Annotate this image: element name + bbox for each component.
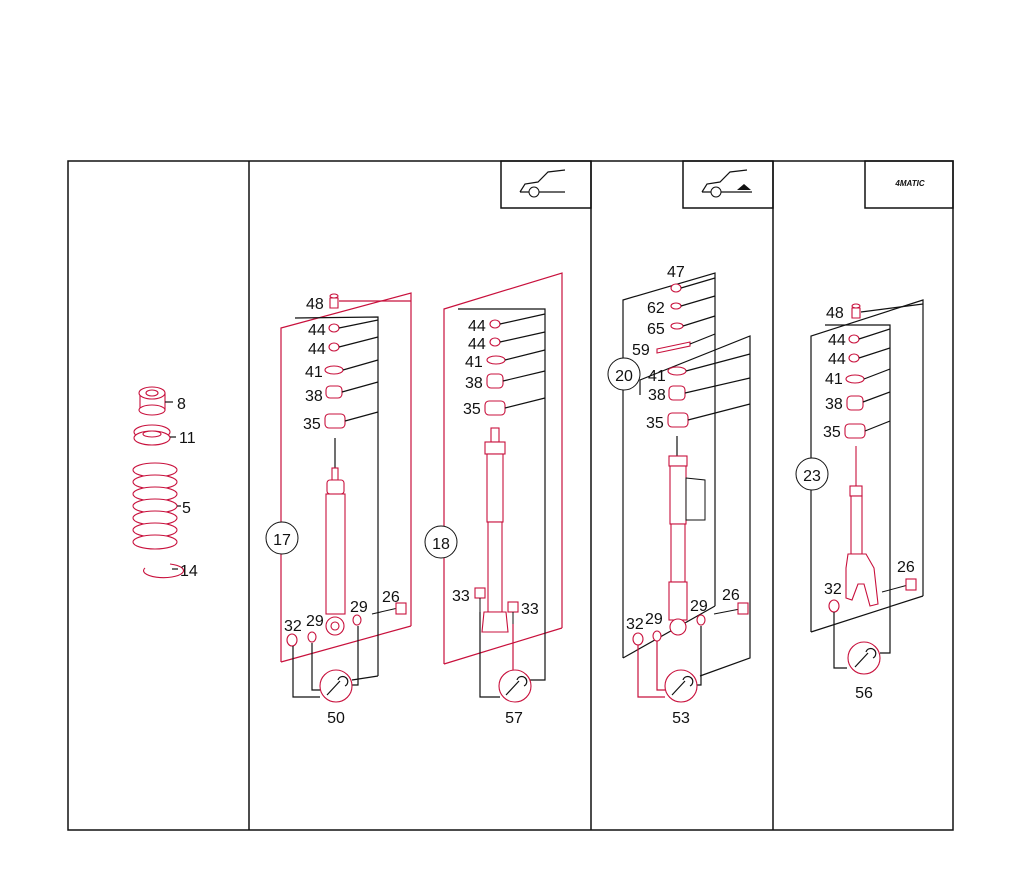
g17-label-29a: 29 (306, 613, 324, 630)
car-front-lowered-icon (701, 169, 752, 198)
shock-absorber-20 (668, 436, 706, 636)
g23-label-44a: 44 (828, 332, 846, 349)
shock-absorber-23 (845, 446, 879, 607)
spring-label-8: 8 (177, 396, 186, 413)
g17-label-38: 38 (305, 388, 323, 405)
g17-tool-50: 50 (327, 710, 345, 727)
g18-tool-57: 57 (505, 710, 523, 727)
stack-parts-17 (324, 293, 346, 429)
header-box-front (500, 160, 592, 209)
g20-label-62: 62 (647, 300, 665, 317)
g17-label-29b: 29 (350, 599, 368, 616)
g20-label-35: 35 (646, 415, 664, 432)
g17-label-32: 32 (284, 618, 302, 635)
wrench-icon (671, 676, 694, 696)
g20-label-29a: 29 (645, 611, 663, 628)
g17-label-48: 48 (306, 296, 324, 313)
panel-frame (67, 160, 954, 831)
bolt-26-17 (371, 602, 407, 615)
g23-label-38: 38 (825, 396, 843, 413)
header-box-lowered (682, 160, 774, 209)
g17-label-44a: 44 (308, 322, 326, 339)
g18-label-41: 41 (465, 354, 483, 371)
g17-label-41: 41 (305, 364, 323, 381)
g20-label-29b: 29 (690, 598, 708, 615)
g20-label-26: 26 (722, 587, 740, 604)
shock-absorber-18 (481, 427, 509, 633)
stack-parts-18 (484, 319, 506, 416)
g18-label-44a: 44 (468, 318, 486, 335)
g17-label-44b: 44 (308, 341, 326, 358)
g18-label-33a: 33 (452, 588, 470, 605)
g18-label-44b: 44 (468, 336, 486, 353)
callout-18: 18 (432, 536, 450, 553)
bolt-33a (474, 587, 486, 612)
header-box-4matic: 4MATIC (864, 160, 954, 209)
g18-label-33b: 33 (521, 601, 539, 618)
g20-tool-53: 53 (672, 710, 690, 727)
g23-tool-56: 56 (855, 685, 873, 702)
g23-label-44b: 44 (828, 351, 846, 368)
g23-label-32: 32 (824, 581, 842, 598)
wrench-icon (326, 676, 349, 696)
shock-group-18: 44 44 41 38 35 18 33 33 57 (424, 272, 563, 727)
bolt-33b (507, 601, 519, 624)
car-front-axle-icon (519, 169, 566, 198)
g23-label-48: 48 (826, 305, 844, 322)
g20-label-38: 38 (648, 387, 666, 404)
stack-parts-20 (656, 283, 691, 428)
shock-group-20: 47 62 65 59 41 38 35 20 32 29 29 26 (607, 264, 751, 727)
spring-label-5: 5 (182, 500, 191, 517)
g20-label-59: 59 (632, 342, 650, 359)
g18-label-38: 38 (465, 375, 483, 392)
wrench-icon (854, 648, 877, 668)
bolt-26-20 (713, 602, 749, 615)
shock-absorber-17 (325, 438, 346, 636)
spring-label-11: 11 (179, 430, 196, 447)
g23-label-35: 35 (823, 424, 841, 441)
spring-label-14: 14 (180, 563, 198, 580)
shock-group-23: 48 44 44 41 38 35 23 32 26 56 (795, 299, 924, 702)
spring-group: 8 11 5 14 (132, 386, 198, 580)
callout-23: 23 (803, 468, 821, 485)
g20-label-32: 32 (626, 616, 644, 633)
callout-17: 17 (273, 532, 291, 549)
g20-label-47: 47 (667, 264, 685, 281)
coil-spring-icon (132, 462, 178, 550)
g17-label-35: 35 (303, 416, 321, 433)
bolt-26-23 (881, 578, 917, 593)
g23-label-26: 26 (897, 559, 915, 576)
g20-label-41: 41 (648, 368, 666, 385)
g18-label-35: 35 (463, 401, 481, 418)
4matic-badge: 4MATIC (894, 179, 924, 188)
wrench-icon (505, 676, 528, 696)
g23-label-41: 41 (825, 371, 843, 388)
callout-20: 20 (615, 368, 633, 385)
shock-group-17: 48 44 44 41 38 35 17 32 29 29 26 (265, 292, 412, 727)
g20-label-65: 65 (647, 321, 665, 338)
g17-label-26: 26 (382, 589, 400, 606)
